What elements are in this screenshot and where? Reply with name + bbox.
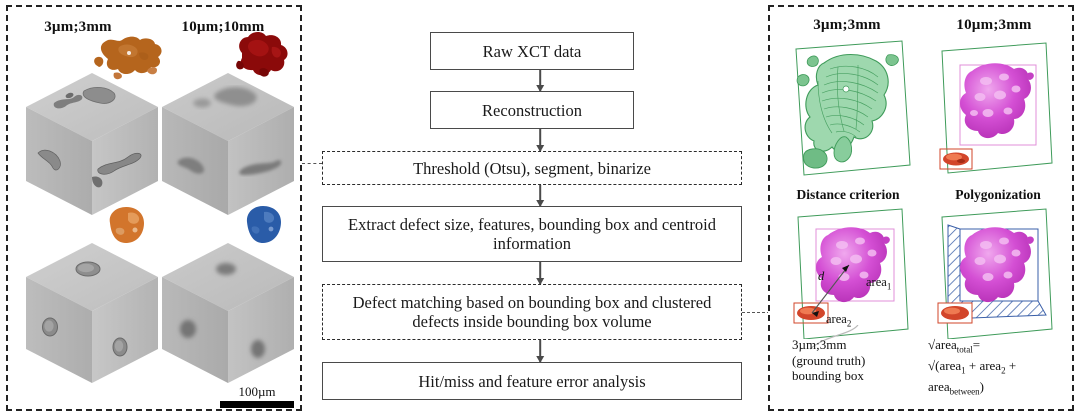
left-column-header-1: 10µm;10mm [181, 19, 265, 35]
scene-polygonization [928, 207, 1060, 344]
right-header-1: 10µm;3mm [956, 17, 1032, 33]
poly-l3-pre: area [928, 379, 950, 395]
area1-sub: 1 [886, 281, 892, 292]
caption-gt-line2: (ground truth) [792, 352, 866, 368]
flow-arrow-3 [539, 185, 541, 206]
scene-ground-truth-mesh [784, 37, 916, 187]
flow-arrow-2 [539, 129, 541, 151]
area2-label: area2 [826, 312, 851, 329]
cube-10um-irregular [158, 69, 298, 219]
left-column-header-0: 3µm;3mm [44, 19, 112, 35]
leader-line-left [302, 163, 322, 164]
poly-l2-sub1: 1 [961, 365, 966, 376]
blob-spherical-blue [240, 203, 286, 254]
cube-3um-irregular [22, 69, 162, 219]
flow-arrow-5 [539, 340, 541, 362]
scalebar-bar [220, 401, 294, 408]
panel-defect-matching: 3µm;3mm 10µm;3mm Distance criterion Poly… [768, 5, 1074, 411]
blob-irregular-darkred [224, 25, 294, 92]
leader-line-right [742, 312, 770, 313]
flow-step-extract-defect-info[interactable]: Extract defect size, features, bounding … [322, 206, 742, 262]
area2-sub: 2 [846, 318, 852, 329]
right-header-2: Distance criterion [796, 187, 900, 202]
scalebar-label: 100µm [238, 384, 276, 399]
flow-arrow-4 [539, 262, 541, 284]
caption-poly-line1: √areatotal= [928, 337, 1073, 358]
area2-text: area [826, 312, 847, 326]
caption-gt-line3: bounding box [792, 368, 864, 383]
blob-spherical-orange [102, 203, 150, 254]
distance-label-d: d [818, 269, 825, 283]
scene-coarse-blob [928, 37, 1058, 187]
caption-poly-line2: √(area1 + area2 + [928, 358, 1073, 379]
poly-l1-pre: √area [928, 337, 957, 352]
poly-l1-post: = [972, 337, 981, 352]
poly-l1-sub: total [956, 344, 973, 355]
caption-leader-curve [809, 325, 859, 350]
scene-distance-criterion [784, 207, 916, 344]
poly-l3-post: ) [979, 379, 984, 395]
flow-step-hit-miss-analysis[interactable]: Hit/miss and feature error analysis [322, 362, 742, 400]
cube-10um-spherical [158, 239, 298, 387]
caption-polygonization: √areatotal= √(area1 + area2 + areabetwee… [928, 337, 1073, 400]
blob-irregular-orange [84, 29, 168, 90]
flow-step-defect-matching[interactable]: Defect matching based on bounding box an… [322, 284, 742, 340]
flow-step-reconstruction[interactable]: Reconstruction [430, 91, 634, 129]
panel-xct-renderings: 3µm;3mm 10µm;10mm [6, 5, 302, 411]
poly-l2-post: + [1005, 358, 1017, 374]
flow-step-threshold-segment-binarize[interactable]: Threshold (Otsu), segment, binarize [322, 151, 742, 185]
cube-3um-spherical [22, 239, 162, 387]
caption-gt-line1: 3µm;3mm [792, 337, 847, 352]
area1-label: area1 [866, 275, 891, 292]
right-header-0: 3µm;3mm [813, 17, 881, 33]
scalebar: 100µm [214, 385, 300, 408]
flow-step-raw-xct-data[interactable]: Raw XCT data [430, 32, 634, 70]
poly-l2-sub2: 2 [1001, 365, 1006, 376]
caption-poly-line3: areabetween) [928, 379, 1073, 400]
processing-flowchart: Raw XCT data Reconstruction Threshold (O… [318, 5, 762, 411]
poly-l3-sub: between [949, 386, 980, 397]
flow-arrow-1 [539, 70, 541, 91]
area1-text: area [866, 275, 887, 289]
poly-l2-pre: √(area [928, 358, 962, 374]
poly-l2-mid: + area [965, 358, 1002, 374]
right-header-3: Polygonization [955, 187, 1041, 202]
caption-ground-truth: 3µm;3mm (ground truth) bounding box [792, 337, 922, 384]
